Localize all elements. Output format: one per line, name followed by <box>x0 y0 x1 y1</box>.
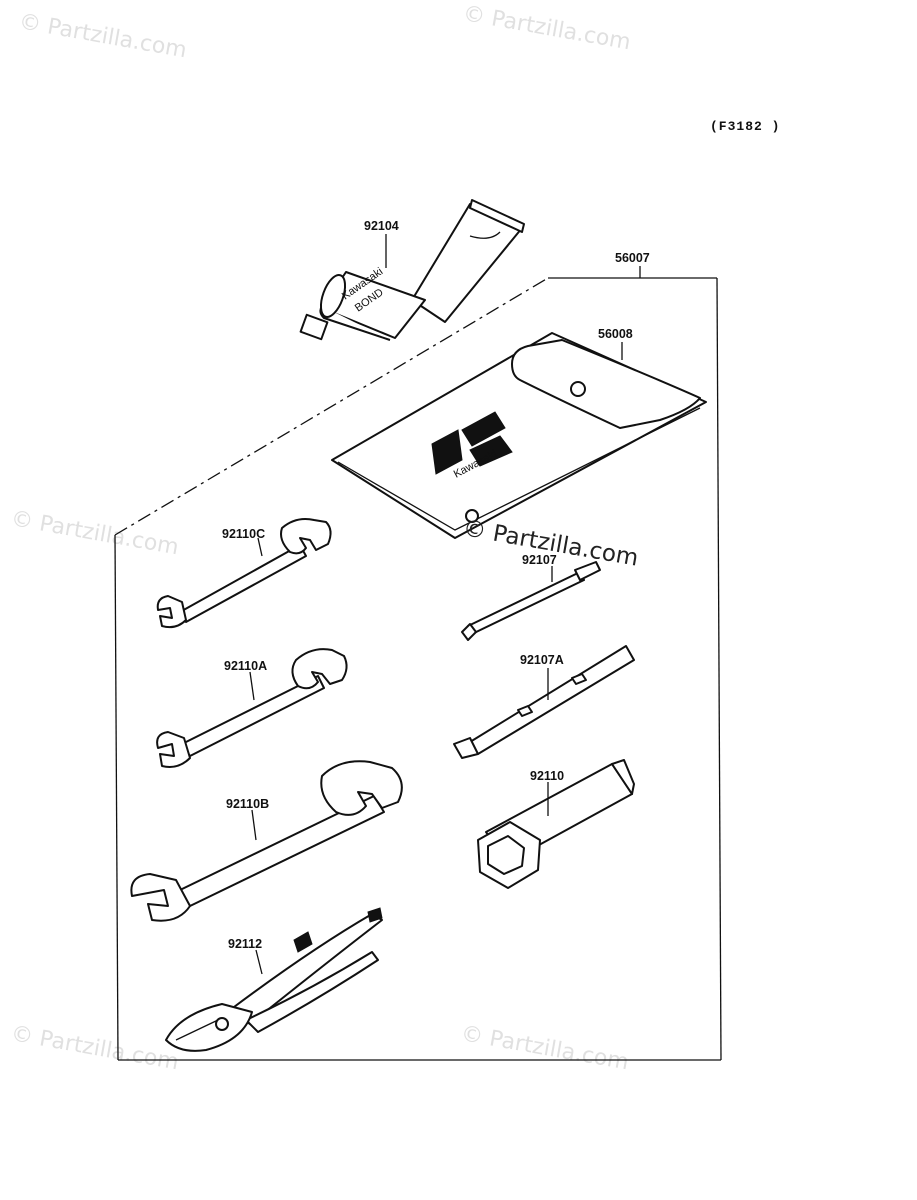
watermark: © Partzilla.com <box>9 1021 181 1075</box>
part-label-56007: 56007 <box>615 251 650 265</box>
wrench-92110c-drawing <box>156 518 332 629</box>
watermark: © Partzilla.com <box>459 1021 631 1075</box>
part-label-92112: 92112 <box>228 937 262 951</box>
part-label-92110: 92110 <box>530 769 564 783</box>
watermark: © Partzilla.com <box>9 506 181 560</box>
watermark: © Partzilla.com <box>461 1 633 55</box>
watermark: © Partzilla.com <box>17 9 189 63</box>
pliers-drawing <box>165 907 383 1052</box>
part-label-92110a: 92110A <box>224 659 267 673</box>
leader-line <box>257 537 263 557</box>
part-label-92110b: 92110B <box>226 797 269 811</box>
leader-line <box>249 671 255 701</box>
plug-wrench-drawing <box>477 759 635 889</box>
leader-line <box>255 949 263 975</box>
wrench-92110a-drawing <box>156 648 348 768</box>
kit-boundary <box>114 277 722 1061</box>
part-label-92107a: 92107A <box>520 653 564 667</box>
part-label-92107: 92107 <box>522 553 557 567</box>
figure-code: (F3182 ) <box>710 119 780 134</box>
screwdriver-shaft-drawing <box>461 561 601 641</box>
wrench-92110b-drawing <box>130 760 403 922</box>
pouch-drawing: Kawasaki <box>331 332 707 539</box>
part-label-92104: 92104 <box>364 219 399 233</box>
part-label-92110c: 92110C <box>222 527 265 541</box>
bond-tube-drawing: Kawasaki BOND <box>299 199 525 341</box>
part-label-56008: 56008 <box>598 327 633 341</box>
leader-line <box>251 809 257 841</box>
screwdriver-handle-drawing <box>453 645 635 759</box>
